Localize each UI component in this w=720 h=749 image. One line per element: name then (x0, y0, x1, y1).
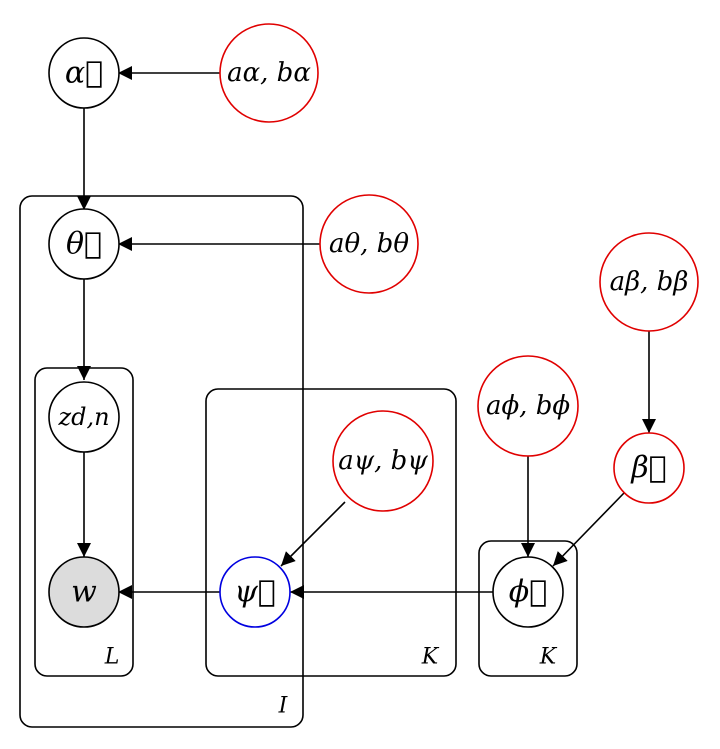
node-label-a-psi-b-psi: aψ, bψ (338, 446, 428, 476)
node-a-phi-b-phi (477, 355, 579, 457)
edge-beta-phi (552, 492, 625, 567)
plate-label-K-psi: K (421, 645, 440, 670)
node-phi (492, 556, 564, 628)
node-a-theta-b-theta (319, 194, 419, 294)
node-label-a-alpha-b-alpha: aα, bα (227, 58, 311, 88)
node-alpha (48, 37, 120, 109)
plate-I (19, 195, 304, 728)
node-label-a-phi-b-phi: aϕ, bϕ (486, 391, 570, 421)
plate-label-L: L (104, 645, 120, 670)
node-w (48, 556, 120, 628)
node-label-psi: ψ⃗ (234, 575, 276, 610)
node-label-w: w (71, 575, 97, 610)
plate-label-K-phi: K (539, 645, 558, 670)
node-label-alpha: α⃗ (65, 56, 103, 91)
edge-apsi-psi (280, 501, 346, 567)
plate-label-I: I (278, 694, 289, 719)
node-label-phi: ϕ⃗ (509, 575, 547, 610)
node-z (48, 381, 120, 453)
node-label-beta: β⃗ (630, 451, 666, 486)
node-a-beta-b-beta (599, 232, 699, 332)
node-theta (48, 208, 120, 280)
node-label-a-theta-b-theta: aθ, bθ (329, 229, 409, 259)
plate-K-psi (205, 388, 457, 677)
node-label-theta: θ⃗ (66, 227, 102, 262)
node-label-z: zd,n (57, 403, 109, 431)
node-a-psi-b-psi (332, 410, 434, 512)
node-psi (219, 556, 291, 628)
node-label-a-beta-b-beta: aβ, bβ (610, 267, 689, 297)
node-a-alpha-b-alpha (219, 23, 319, 123)
node-beta (613, 432, 685, 504)
